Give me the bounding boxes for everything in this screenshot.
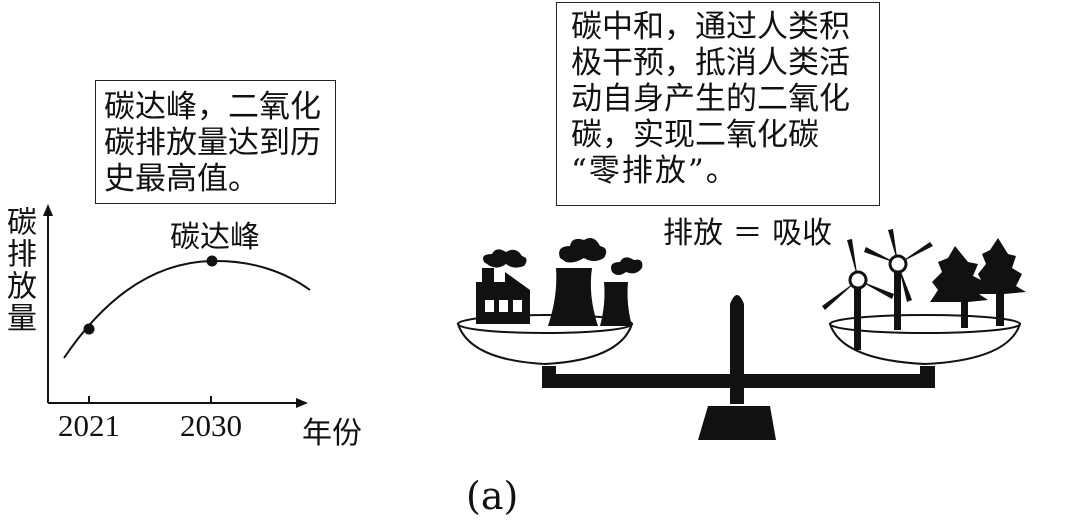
carbon-peak-definition-box: 碳达峰，二氧化 碳排放量达到历 史最高值。	[95, 80, 336, 204]
factory-icon	[476, 268, 530, 324]
neutral-box-line-3: 动自身产生的二氧化	[571, 81, 850, 117]
balance-scale	[456, 295, 1022, 440]
cooling-tower-icon	[548, 268, 632, 326]
peak-box-line-2: 碳排放量达到历	[104, 125, 321, 161]
y-axis-arrow-icon	[43, 204, 53, 216]
tree-icon	[930, 246, 988, 328]
smoke-icon	[611, 257, 643, 275]
x-axis-arrow-icon	[296, 398, 308, 408]
wind-turbine-icon	[822, 239, 894, 350]
point-peak-2030	[206, 255, 218, 267]
neutral-box-line-4: 碳，实现二氧化碳	[571, 117, 819, 153]
balance-label: 排放 ＝ 吸收	[663, 216, 833, 251]
carbon-neutrality-definition-box: 碳中和，通过人类积 极干预，抵消人类活 动自身产生的二氧化 碳，实现二氧化碳 “…	[556, 2, 880, 206]
wind-turbine-icon	[864, 229, 933, 330]
scale-base-icon	[698, 406, 776, 440]
y-axis-label: 碳排放量	[1, 206, 36, 334]
x-tick-label-2030: 2030	[180, 408, 242, 443]
smoke-icon	[483, 249, 527, 268]
x-axis-label: 年份	[302, 416, 362, 451]
point-2021	[83, 323, 95, 335]
neutral-box-line-1: 碳中和，通过人类积	[571, 9, 850, 45]
neutral-box-line-5: “零排放”。	[571, 153, 739, 189]
figure-caption: (a)	[466, 474, 519, 518]
peak-box-line-1: 碳达峰，二氧化	[104, 89, 321, 125]
scale-beam-icon	[542, 366, 935, 388]
tree-icon	[976, 238, 1026, 326]
peak-point-label: 碳达峰	[170, 220, 260, 255]
smoke-icon	[559, 238, 607, 263]
emission-curve	[63, 259, 311, 359]
peak-box-line-3: 史最高值。	[104, 161, 259, 197]
x-tick-label-2021: 2021	[58, 408, 120, 443]
neutral-box-line-2: 极干预，抵消人类活	[571, 45, 850, 81]
